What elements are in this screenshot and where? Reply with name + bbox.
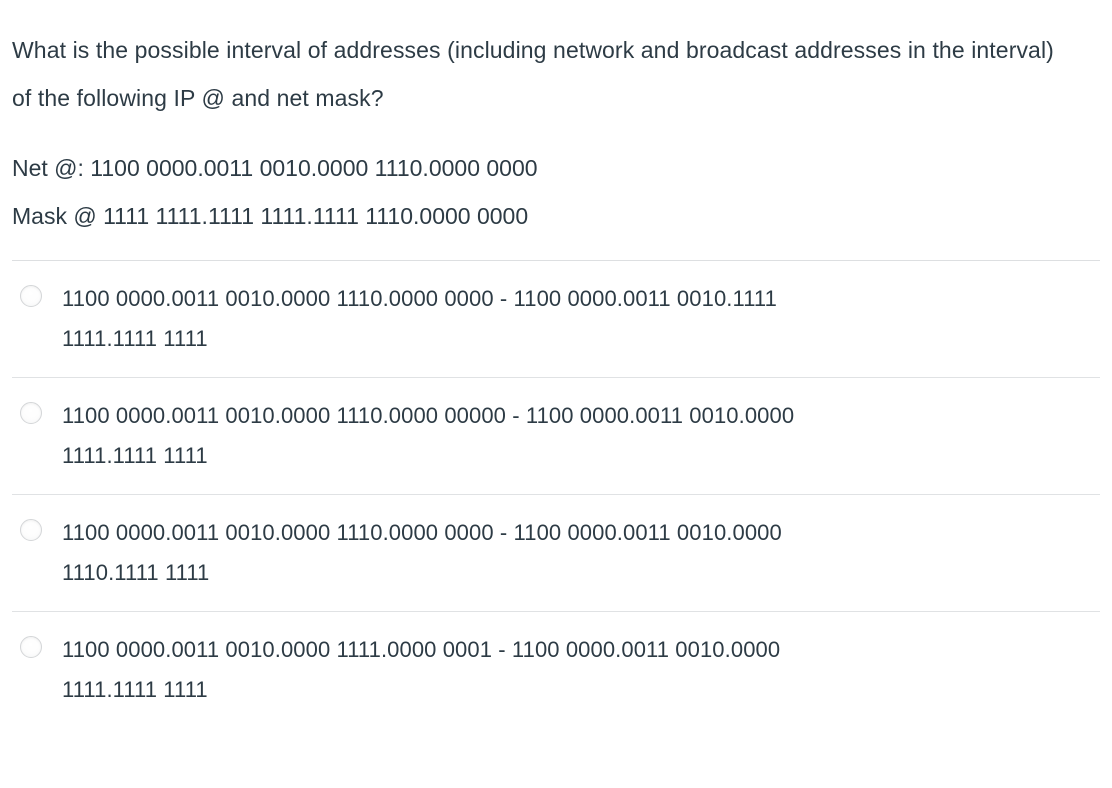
answer-option-1-line2: 1111.1111 1111 [62, 326, 208, 351]
answer-option-4-line2: 1111.1111 1111 [62, 677, 208, 702]
mask-address-line: Mask @ 1111 1111.1111 1111.1111 1110.000… [12, 203, 529, 229]
answer-option-2-line2: 1111.1111 1111 [62, 443, 208, 468]
question-prompt-text: What is the possible interval of address… [12, 37, 1054, 111]
answer-option-2-line1: 1100 0000.0011 0010.0000 1110.0000 00000… [62, 403, 795, 428]
answer-option-1-line1: 1100 0000.0011 0010.0000 1110.0000 0000 … [62, 286, 777, 311]
answer-option-4[interactable]: 1100 0000.0011 0010.0000 1111.0000 0001 … [12, 611, 1100, 728]
radio-button-icon-1[interactable] [20, 285, 42, 307]
answer-option-3-line2: 1110.1111 1111 [62, 560, 210, 585]
radio-button-icon-2[interactable] [20, 402, 42, 424]
answer-option-4-text: 1100 0000.0011 0010.0000 1111.0000 0001 … [62, 630, 780, 710]
answer-option-3[interactable]: 1100 0000.0011 0010.0000 1110.0000 0000 … [12, 494, 1100, 611]
answer-option-3-text: 1100 0000.0011 0010.0000 1110.0000 0000 … [62, 513, 782, 593]
answer-option-3-line1: 1100 0000.0011 0010.0000 1110.0000 0000 … [62, 520, 782, 545]
radio-button-icon-4[interactable] [20, 636, 42, 658]
answer-option-1-text: 1100 0000.0011 0010.0000 1110.0000 0000 … [62, 279, 777, 359]
spacer [12, 122, 1098, 144]
answer-option-4-line1: 1100 0000.0011 0010.0000 1111.0000 0001 … [62, 637, 781, 662]
answer-option-1[interactable]: 1100 0000.0011 0010.0000 1110.0000 0000 … [12, 260, 1100, 377]
answer-option-2-text: 1100 0000.0011 0010.0000 1110.0000 00000… [62, 396, 794, 476]
answer-options-list: 1100 0000.0011 0010.0000 1110.0000 0000 … [0, 260, 1112, 728]
question-body: What is the possible interval of address… [0, 0, 1112, 240]
net-address-line: Net @: 1100 0000.0011 0010.0000 1110.000… [12, 155, 538, 181]
radio-button-icon-3[interactable] [20, 519, 42, 541]
answer-option-2[interactable]: 1100 0000.0011 0010.0000 1110.0000 00000… [12, 377, 1100, 494]
